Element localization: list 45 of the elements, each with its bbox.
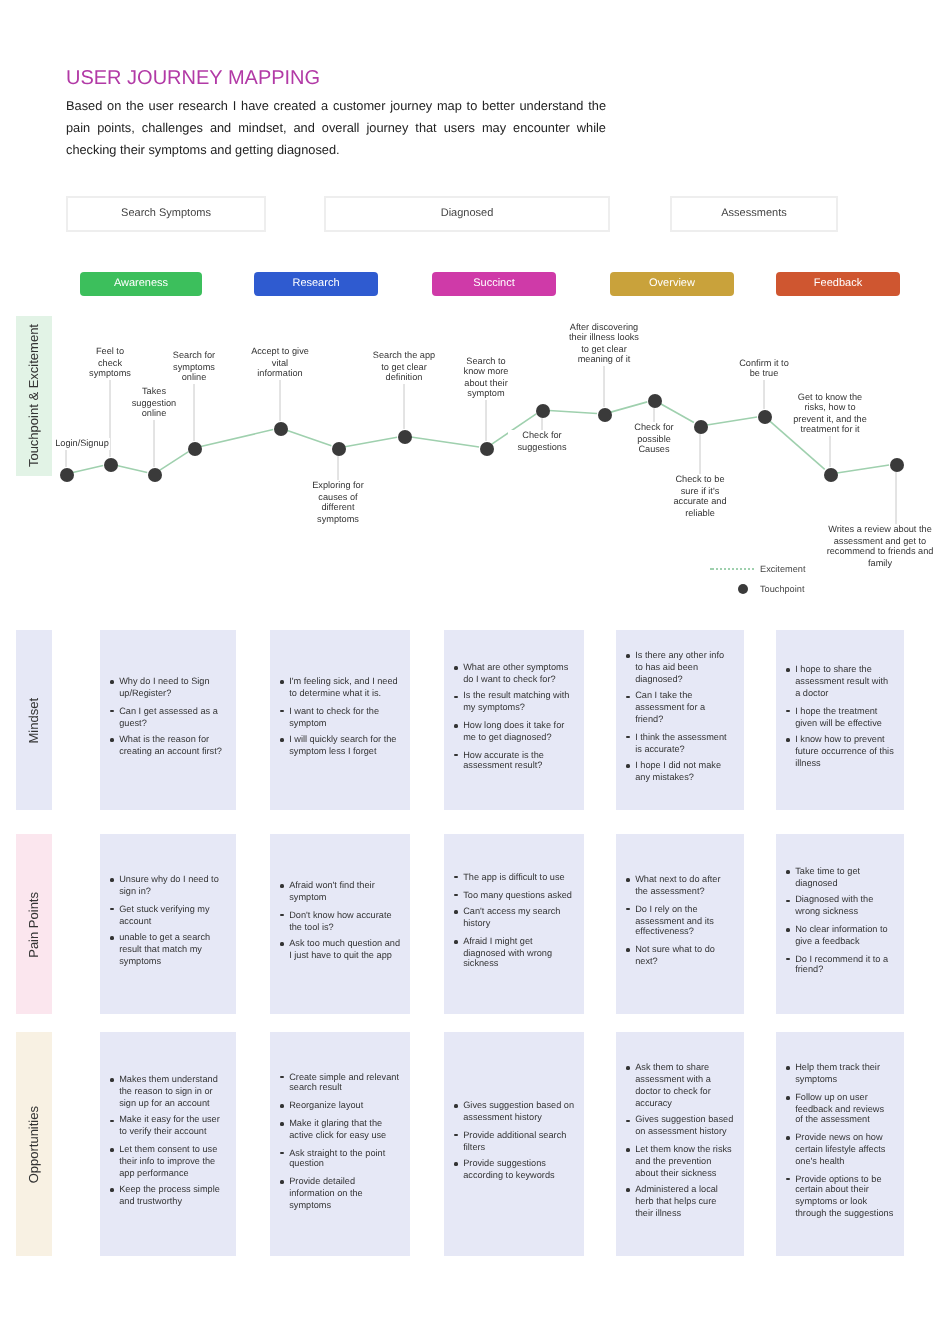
touchpoint-dot: [273, 421, 287, 435]
bullet-card: [444, 1032, 584, 1256]
bullet-card: [776, 834, 904, 1014]
bullet-card: [270, 1032, 410, 1256]
bullet-card: [444, 630, 584, 810]
journey-line: [72, 464, 104, 474]
bullet-card: [616, 1032, 744, 1256]
journey-line: [410, 436, 480, 448]
touchpoint-dot: [889, 457, 903, 471]
touchpoint-dot: [59, 467, 73, 481]
journey-line: [285, 429, 333, 447]
bullet-card: [100, 630, 236, 810]
journey-line: [836, 464, 890, 474]
touchpoint-dot: [693, 419, 707, 433]
journey-line: [768, 419, 826, 471]
journey-line: [659, 402, 695, 424]
touchpoint-dot: [479, 441, 493, 455]
touchpoint-dot: [597, 407, 611, 421]
journey-line: [548, 409, 598, 415]
touchpoint-dot: [187, 441, 201, 455]
journey-line: [116, 464, 148, 474]
bullet-card: [270, 630, 410, 810]
journey-line: [159, 451, 189, 471]
bullet-card: [776, 630, 904, 810]
touchpoint-dot: [103, 457, 117, 471]
touchpoint-dot: [331, 441, 345, 455]
bullet-card: [270, 834, 410, 1014]
touchpoint-dot: [757, 409, 771, 423]
journey-line: [491, 413, 537, 445]
touchpoint-dot: [647, 393, 661, 407]
bullet-card: [444, 834, 584, 1014]
journey-line: [344, 436, 398, 448]
journey-line: [200, 428, 274, 448]
title-heading: USER JOURNEY MAPPING: [66, 68, 323, 90]
touchpoint-dot: [147, 467, 161, 481]
bullet-card: [616, 630, 744, 810]
journey-line: [609, 401, 649, 413]
bullet-card: [776, 1032, 904, 1256]
bullet-card: [616, 834, 744, 1014]
touchpoint-dot: [535, 403, 549, 417]
bullet-card: [100, 1032, 236, 1256]
touchpoint-dot: [397, 429, 411, 443]
bullet-card: [100, 834, 236, 1014]
touchpoint-dot: [823, 467, 837, 481]
journey-line: [706, 416, 758, 426]
